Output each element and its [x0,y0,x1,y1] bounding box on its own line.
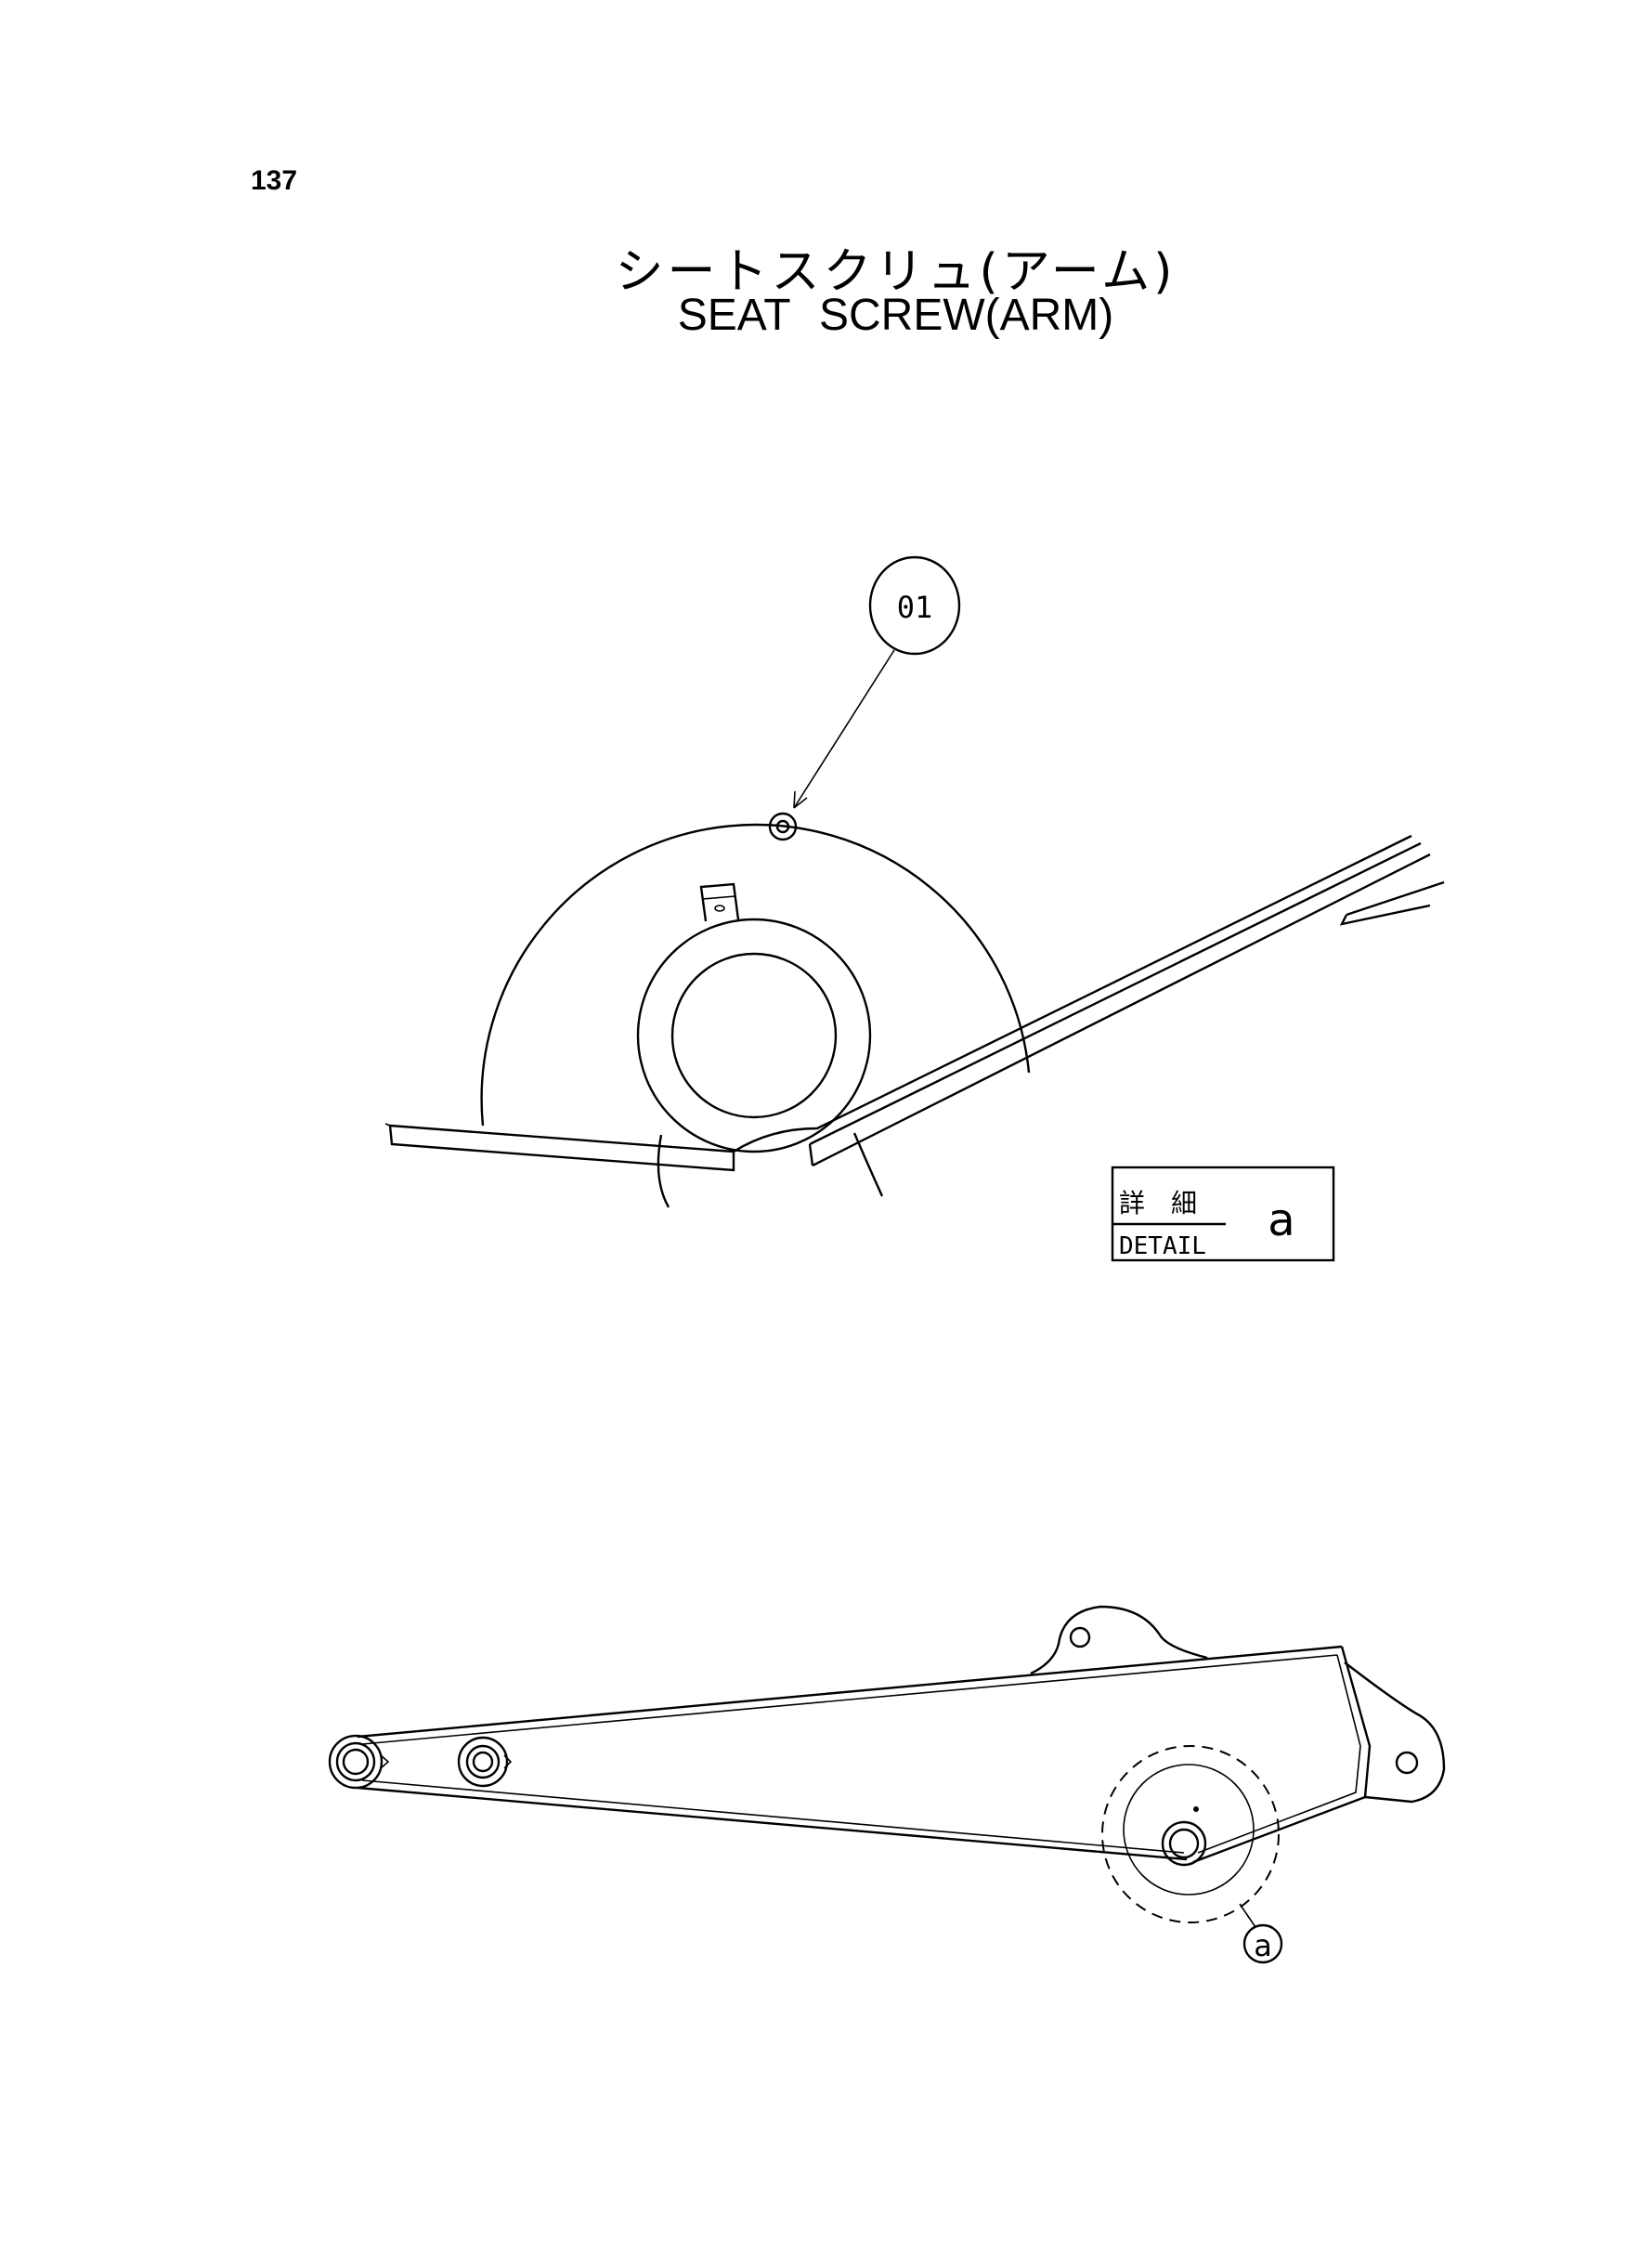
callout-arrowhead [793,790,808,809]
bracket-line [702,895,736,900]
end-bracket-hole [1395,1751,1419,1775]
right-plate-inner [809,841,1422,1146]
lug-left-line [657,1134,670,1208]
arm-top-edge-inner [361,1654,1338,1745]
arm-bottom-edge-inner [361,1779,1185,1854]
right-plate-end [808,1143,814,1166]
seat-disc-overview [1123,1764,1255,1896]
callout-bubble [868,555,961,656]
upper-bracket [1030,1605,1208,1675]
seat-boss-overview-inner [1168,1828,1200,1859]
seat-screw-overview [1193,1806,1199,1812]
right-plate-tip [1339,880,1445,926]
detail-label-english: DETAIL [1119,1232,1206,1260]
arm-top-edge [357,1645,1343,1739]
bracket [699,882,740,922]
title-english: SEAT SCREW(ARM) [677,291,1114,340]
right-plate-lower [812,853,1431,1167]
seat-boss-overview-outer [1161,1820,1207,1867]
callout-leader [793,649,895,809]
left-pin-mid [335,1741,376,1782]
seat-screw-outer [768,812,798,841]
title-japanese: シートスクリュ(アーム) [615,244,1177,300]
arm-bottom-edge [357,1786,1188,1861]
seat-disc-outline [480,824,1031,1127]
detail-marker-letter: a [1254,1928,1272,1963]
left-pin-mark [380,1754,390,1769]
detail-marker-leader [1239,1903,1256,1928]
left-plate [388,1124,735,1172]
boss-outer-ring [636,918,872,1153]
detail-label-japanese: 詳 細 [1119,1188,1197,1218]
detail-marker-bubble [1242,1923,1283,1964]
left-pin-outer [328,1734,384,1790]
boss-inner-bore [670,952,838,1119]
right-plate [733,834,1412,1153]
left-pin-inner [342,1748,370,1776]
callout-number: 01 [897,590,933,625]
second-pin-mark [503,1754,513,1769]
seat-screw-inner [775,819,790,834]
detail-box [1111,1166,1335,1262]
second-pin-mid [465,1744,501,1779]
arm-overview-drawing: a [328,1605,1446,1964]
bracket-hole [714,905,725,912]
arm-tip-plate-inner [1197,1654,1361,1854]
page-number: 137 [251,165,298,196]
second-pin-inner [472,1751,494,1773]
upper-bracket-hole [1069,1626,1091,1648]
lug-right-line [852,1132,884,1197]
detail-region-circle [1101,1745,1280,1923]
second-pin-outer [457,1736,509,1788]
detail-view-drawing: 01 詳 細 DETAIL a [384,555,1445,1262]
left-plate-edge [384,1123,391,1127]
detail-letter: a [1268,1194,1294,1246]
end-bracket [1344,1661,1446,1804]
